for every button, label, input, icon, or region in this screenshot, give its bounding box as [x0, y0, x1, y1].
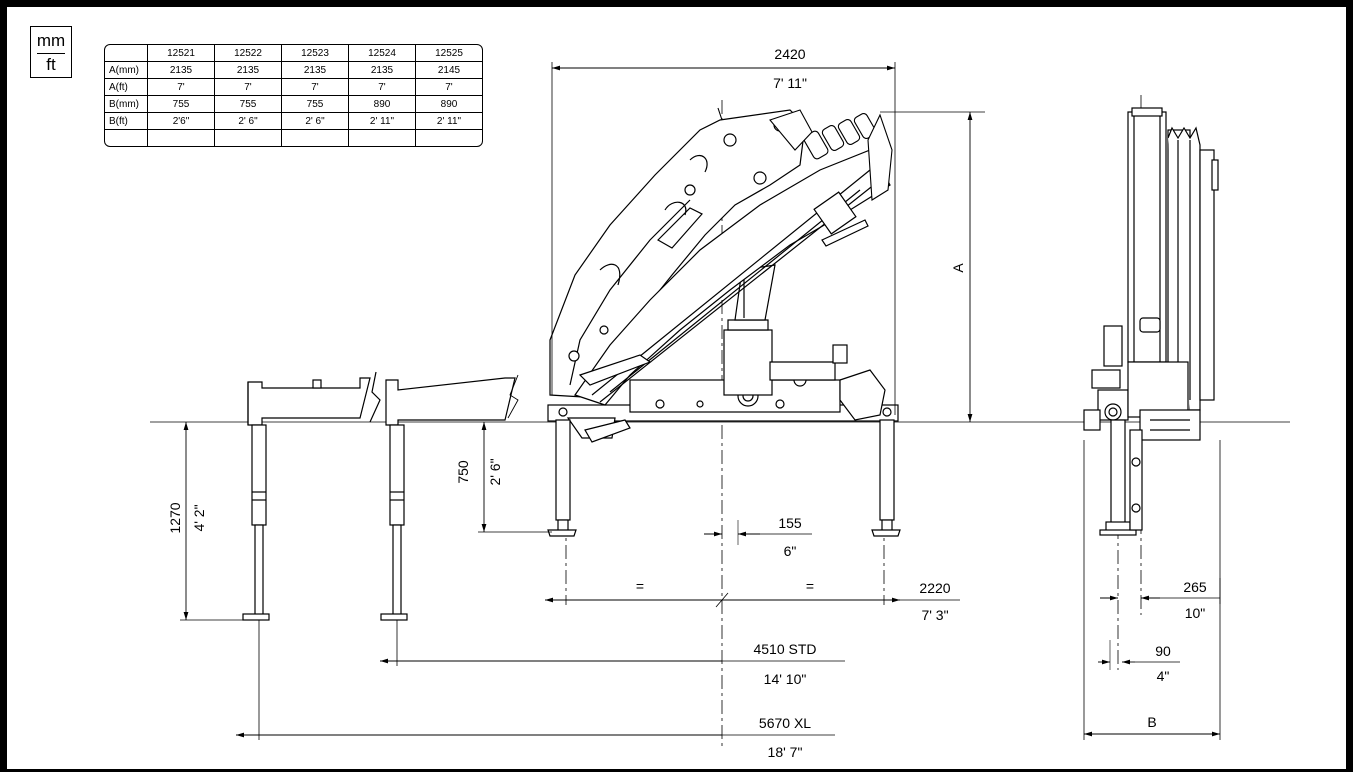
table-cell: 755 — [282, 96, 349, 113]
table-cell: A(ft) — [105, 79, 148, 96]
table-cell: 2135 — [148, 62, 215, 79]
dimension-width-2420: 2420 7' 11" — [551, 46, 896, 415]
table-cell: 2135 — [215, 62, 282, 79]
dimension-265-mm: 265 — [1183, 579, 1207, 595]
crane-base — [547, 319, 899, 443]
unit-legend: mm ft — [30, 26, 72, 78]
dimension-a-label: A — [950, 263, 966, 273]
dimension-750-ft: 2' 6" — [487, 458, 503, 485]
table-cell — [148, 130, 215, 146]
model-dimension-table: 12521 12522 12523 12524 12525 A(mm) 2135… — [104, 44, 483, 147]
table-cell: 2' 11" — [416, 113, 482, 130]
table-cell: 2' 6" — [215, 113, 282, 130]
table-header-cell: 12525 — [416, 45, 482, 62]
crane-boom-main — [549, 109, 806, 399]
dimension-side-b: B — [1083, 440, 1221, 740]
table-cell — [215, 130, 282, 146]
dimension-2220-mm: 2220 — [919, 580, 950, 596]
table-row: A(ft) 7' 7' 7' 7' 7' — [105, 79, 482, 96]
table-header-row: 12521 12522 12523 12524 12525 — [105, 45, 482, 62]
table-cell: 7' — [282, 79, 349, 96]
dimension-750-mm: 750 — [455, 460, 471, 484]
table-cell: B(ft) — [105, 113, 148, 130]
dimension-5670-ft: 18' 7" — [768, 744, 803, 760]
unit-separator — [37, 53, 65, 54]
dimension-offset-155: 155 6" — [704, 515, 812, 559]
stabilizer-beam-xl — [242, 377, 371, 621]
table-row: B(mm) 755 755 755 890 890 — [105, 96, 482, 113]
dimension-height-a: A — [880, 111, 985, 422]
table-cell — [105, 130, 148, 146]
crane-legs — [547, 407, 901, 537]
table-cell: 2' 11" — [349, 113, 416, 130]
dimension-leg-750: 750 2' 6" — [455, 422, 552, 533]
table-cell: 2' 6" — [282, 113, 349, 130]
table-cell: 755 — [215, 96, 282, 113]
crane-side-view — [1083, 107, 1219, 536]
table-cell: 755 — [148, 96, 215, 113]
dimension-4510-mm: 4510 STD — [753, 641, 816, 657]
dimension-std-4510: 4510 STD 14' 10" — [380, 620, 845, 687]
dimension-90-ft: 4" — [1157, 668, 1170, 684]
table-cell: 7' — [349, 79, 416, 96]
equal-mark-right: = — [806, 578, 814, 594]
dimension-2220-ft: 7' 3" — [921, 607, 948, 623]
dimension-1270-mm: 1270 — [167, 502, 183, 533]
dimension-base-2220: = = 2220 7' 3" — [545, 578, 960, 623]
table-cell: A(mm) — [105, 62, 148, 79]
table-header-cell: 12521 — [148, 45, 215, 62]
crane-extension-sections — [717, 107, 893, 201]
table-cell: 890 — [416, 96, 482, 113]
dimension-4510-ft: 14' 10" — [764, 671, 807, 687]
table-row: A(mm) 2135 2135 2135 2135 2145 — [105, 62, 482, 79]
equal-mark-left: = — [636, 578, 644, 594]
dimension-b-label: B — [1147, 714, 1156, 730]
table-header-cell: 12523 — [282, 45, 349, 62]
dimension-side-90: 90 4" — [1098, 640, 1180, 684]
table-cell: 2'6" — [148, 113, 215, 130]
table-header-cell: 12524 — [349, 45, 416, 62]
dimension-leg-1270: 1270 4' 2" — [167, 422, 250, 621]
dimension-90-mm: 90 — [1155, 643, 1171, 659]
table-cell: 2135 — [282, 62, 349, 79]
dimension-155-ft: 6" — [784, 543, 797, 559]
table-cell — [349, 130, 416, 146]
stabilizer-beam-std — [369, 371, 519, 621]
table-header-cell — [105, 45, 148, 62]
table-row: B(ft) 2'6" 2' 6" 2' 6" 2' 11" 2' 11" — [105, 113, 482, 130]
dimension-2420-ft: 7' 11" — [773, 75, 807, 91]
table-header-cell: 12522 — [215, 45, 282, 62]
dimension-2420-mm: 2420 — [774, 46, 805, 62]
unit-primary: mm — [36, 31, 66, 50]
dimension-265-ft: 10" — [1185, 605, 1206, 621]
table-cell: 890 — [349, 96, 416, 113]
dimension-5670-mm: 5670 XL — [759, 715, 811, 731]
table-cell: 7' — [148, 79, 215, 96]
table-row — [105, 130, 482, 146]
table-cell: 7' — [416, 79, 482, 96]
table-cell: 7' — [215, 79, 282, 96]
table-cell: 2135 — [349, 62, 416, 79]
unit-secondary: ft — [46, 55, 56, 74]
table-cell: 2145 — [416, 62, 482, 79]
table-cell — [282, 130, 349, 146]
crane-extension-arm — [574, 149, 891, 406]
dimension-xl-5670: 5670 XL 18' 7" — [236, 620, 835, 760]
dimension-annotations: 2420 7' 11" A 750 2' 6" 1270 4' 2" — [167, 46, 1221, 760]
dimension-1270-ft: 4' 2" — [191, 504, 207, 531]
table-cell: B(mm) — [105, 96, 148, 113]
dimension-155-mm: 155 — [778, 515, 802, 531]
